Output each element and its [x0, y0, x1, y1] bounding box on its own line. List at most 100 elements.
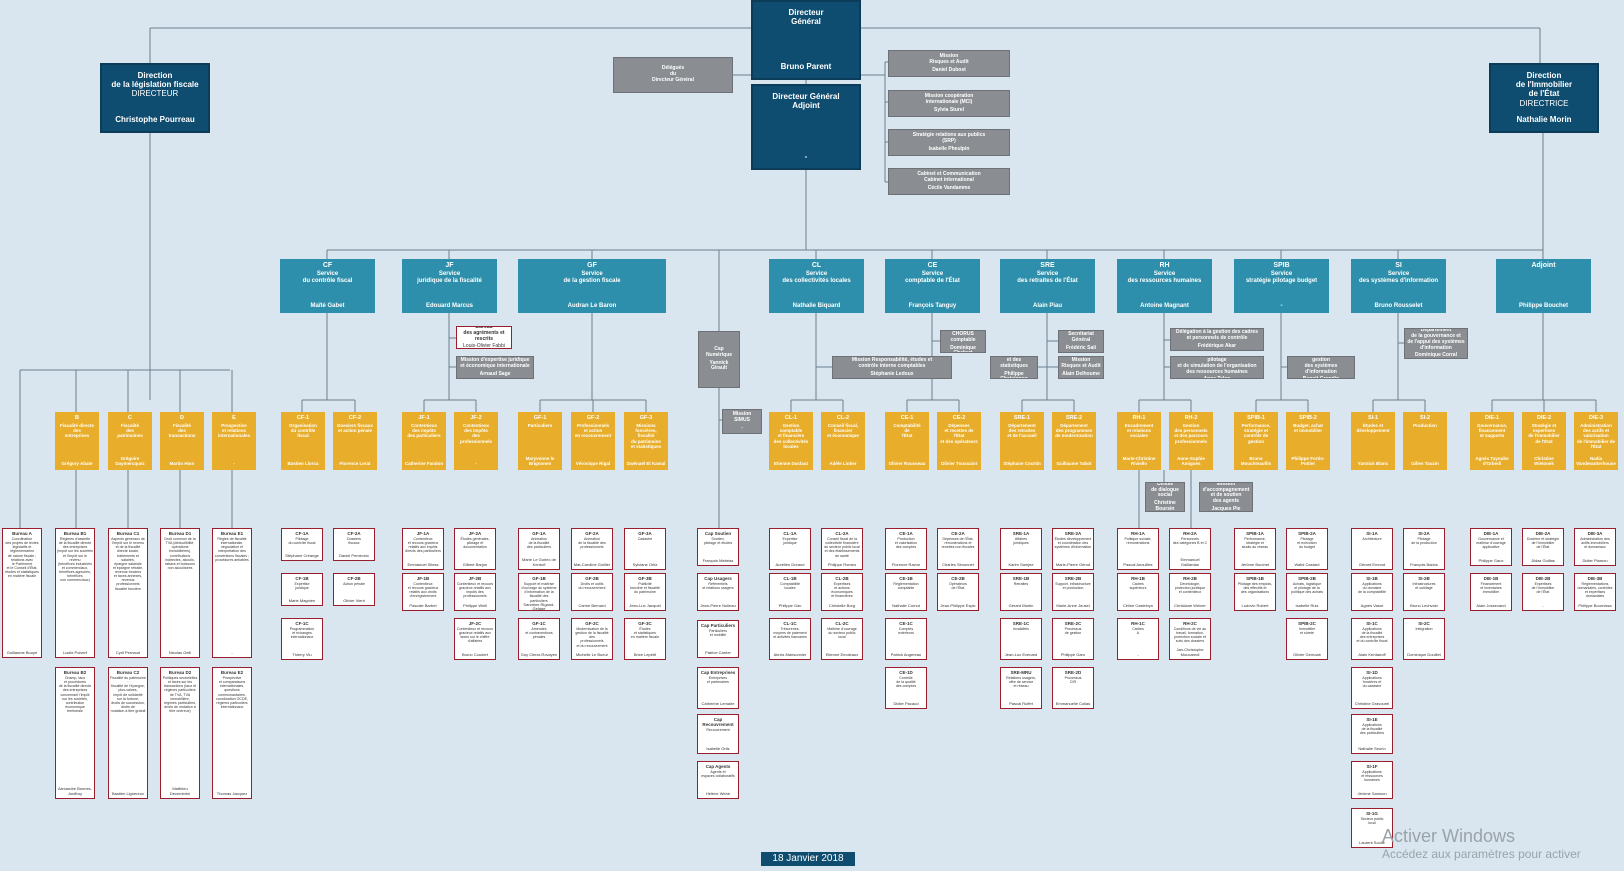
org-box-bur b: RH-2APersonnels des catégories B et CEmm…	[1169, 528, 1211, 570]
org-box-title: Études et développement	[1356, 423, 1390, 434]
org-box-person: Isabelle Ruiz	[1295, 602, 1319, 608]
org-box-description: Relations usagers, offre de service et r…	[1006, 676, 1036, 689]
org-box-code: SPIB	[1273, 262, 1290, 269]
org-box-bur b: Cap UsagersRéférentiels et relations usa…	[697, 573, 739, 611]
org-box-person: Isabelle Pheulpin	[928, 145, 970, 152]
org-box-bur b: Bureau C2Fiscalité du patrimoine : fisca…	[108, 667, 148, 799]
org-box-gold dep: SPIB-2Budget, achat et immobilierPhilipp…	[1286, 412, 1330, 470]
org-box-person: Bruno Parent	[780, 62, 832, 72]
org-box-mission: Bureau financier et des statistiquesPhil…	[990, 356, 1038, 379]
org-box-code: RH	[1159, 262, 1170, 269]
org-box-bur b: JF-1AContentieux et recours gracieux rel…	[402, 528, 444, 570]
org-box-description: Applications de la fiscalité des entrepr…	[1356, 627, 1388, 644]
org-box-person: Antoine Magnant	[1140, 303, 1189, 310]
org-box-description: Politique sociale, rémunérations	[1124, 537, 1152, 546]
org-box-code: CE-2A	[951, 531, 965, 536]
org-box-title: Délégation à la gestion des cadres et pe…	[1176, 329, 1258, 341]
org-box-person: Isabelle Ortiz	[706, 745, 730, 751]
org-box-title: Département de la gouvernance et de l'ap…	[1407, 328, 1465, 351]
org-box-bur b: SRE-2CProcessus de gestionPhilippe Garo	[1052, 618, 1094, 660]
org-box-code: GF-1B	[532, 576, 546, 581]
org-box-person: Nathalie Biquard	[792, 303, 841, 310]
org-box-title: Prospective et relations internationales	[217, 423, 250, 439]
org-box-person: Patrick Augereau	[890, 651, 922, 657]
org-box-code: SI-2	[1419, 415, 1431, 421]
org-box-bur b: Cap AgentsAgents et espaces collaboratif…	[697, 761, 739, 799]
org-box-code: CL-2C	[835, 621, 849, 626]
org-box-gold dep: DIE-2Stratégie et expertises de l'immobi…	[1522, 412, 1566, 470]
org-box-code: SRE-1A	[1012, 531, 1030, 536]
org-box-person: Bruno Lechvain	[1410, 602, 1438, 608]
org-box-code: Bureau A	[12, 531, 32, 536]
org-box-person: Patrice Carrier	[705, 649, 731, 655]
org-box-person: Daniel Dubost	[932, 66, 966, 73]
org-box-code: SI-1A	[1366, 531, 1378, 536]
org-box-gold dep: CF-1Organisation du contrôle fiscalBasti…	[281, 412, 325, 470]
org-box-bur b: JF-2CContentieux et recours gracieux rel…	[454, 618, 496, 660]
org-box-person: Brice Lepetit	[633, 651, 657, 657]
org-box-code: SI-1F	[1366, 764, 1378, 769]
org-box-title: Direction de l'Immobilier de l'État	[1515, 71, 1573, 99]
org-box-description: Expertise juridique	[294, 582, 310, 591]
org-box-description: Contentieux et recours gracieux relatifs…	[405, 537, 441, 554]
org-box-bur b: CE-2ADépenses de l'État, rémunérations e…	[937, 528, 979, 570]
org-box-description: Modernisation de la gestion de la fiscal…	[575, 627, 609, 648]
org-box-person: Alain Piau	[1032, 303, 1062, 310]
org-box-code: CE	[927, 262, 938, 269]
org-box-person: Etienne Duclaut	[773, 461, 808, 467]
org-box-code: DIE-2B	[1535, 576, 1551, 581]
org-box-person: Christine Wielonek	[1534, 456, 1554, 467]
org-box-gold dep: CF-2Dossiers fiscaux et action pénaleFlo…	[333, 412, 377, 470]
org-box-bur b: SRE-1CInvaliditésJean-Luc Evenard	[1000, 618, 1042, 660]
org-box-bur b: CF-2BAction pénaleOlivier Vient	[333, 573, 375, 606]
org-box-title: Service stratégie pilotage budget	[1245, 271, 1318, 284]
org-box-gold dep: DIE-3Administration des actifs et valori…	[1574, 412, 1618, 470]
org-box-person: Jan-Christophe Moucaredi	[1176, 647, 1204, 657]
org-box-person: Gérard Martin	[1008, 602, 1034, 608]
org-box-code: SI-1D	[1366, 670, 1378, 675]
org-box-code: CE-2	[952, 415, 966, 421]
org-box-bur b: CE-1BRéglementation comptableNathalie Co…	[885, 573, 927, 611]
org-box-description: Entreprises et partenaires	[707, 676, 729, 685]
org-box-person: Philippe Gaux	[1478, 557, 1504, 563]
org-box-person: Stéphane Créange	[285, 552, 319, 558]
org-box-code: DIE-3B	[1587, 576, 1603, 581]
org-box-bur b: SI-1AArchitectureGérard Emond	[1351, 528, 1393, 570]
org-box-person: François Bados	[1410, 561, 1438, 567]
org-box-bur b: CE-1CComptes extérieursPatrick Augereau	[885, 618, 927, 660]
org-box-person: -	[233, 461, 235, 467]
org-box-title: Mission Responsabilité, études et contrô…	[851, 357, 933, 369]
org-box-code: GF-3A	[638, 531, 652, 536]
org-box-person: Christine Gravourel	[1354, 700, 1390, 706]
org-box-code: C	[128, 415, 132, 421]
org-box-title: Contentieux des impôts des particuliers	[407, 423, 441, 439]
org-box-description: Support et maîtrise d'ouvrage du système…	[521, 582, 557, 603]
org-box-code: CL-1B	[783, 576, 797, 581]
org-box-code: CL-2B	[835, 576, 849, 581]
org-box-bur b: SI-2APilotage de la productionFrançois B…	[1403, 528, 1445, 570]
org-box-code: SRE-2C	[1064, 621, 1082, 626]
org-box-person: Frédéric Sali	[1065, 344, 1096, 351]
org-box-description: Cadastre	[637, 537, 653, 541]
org-box-person: Marie Le Gorlec de Kerdufi	[521, 557, 556, 567]
org-box-bur b: Bureau D2Politiques sectorielles et taxe…	[160, 667, 200, 799]
org-box-title: Dépenses et recettes de l'État et des op…	[940, 423, 978, 444]
org-box-title: Service comptable de l'État	[905, 271, 960, 284]
org-box-code: CL-1	[784, 415, 798, 421]
org-box-person: Jean-Luc Jacquet	[629, 602, 661, 608]
org-box-person: Philippe Chataignon	[1000, 370, 1028, 378]
org-box-person: Philippe Bouchet	[1518, 303, 1568, 310]
org-box-code: CL-1A	[783, 531, 797, 536]
org-box-bur b: SI-1GSecteur public localLaurent Soulié	[1351, 808, 1393, 848]
org-box-gold dep: GF-1ParticuliersMaryvonne le Brignonen	[518, 412, 562, 470]
org-box-bur b: SI-1FApplications et ressources humaines…	[1351, 761, 1393, 799]
org-box-title: Production	[1413, 423, 1437, 428]
org-box-description: Droit commun de la TVA (déductibilité, o…	[164, 537, 196, 570]
org-box-bur b: CL-1CTrésoreries, moyens de paiement et …	[769, 618, 811, 660]
org-box-code: SI-1G	[1366, 811, 1378, 816]
org-box-person: Frédérique Akar	[1197, 342, 1237, 349]
org-box-description: Trésoreries, moyens de paiement et activ…	[773, 627, 807, 640]
org-box-code: SRE-2B	[1064, 576, 1082, 581]
org-box-code: DIE-2	[1536, 415, 1552, 421]
